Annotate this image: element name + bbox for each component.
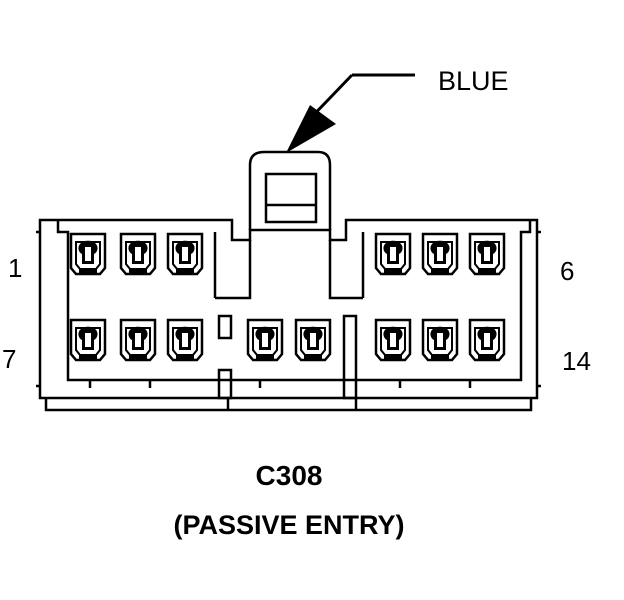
terminal xyxy=(166,318,204,362)
terminal xyxy=(468,318,506,362)
terminal-row-bottom xyxy=(69,318,506,362)
connector-body xyxy=(36,218,541,412)
terminal xyxy=(421,232,459,276)
pin-label-bottom-left: 7 xyxy=(2,344,17,374)
wire-color-label: BLUE xyxy=(438,66,509,96)
pin-label-top-left: 1 xyxy=(8,253,23,283)
pin-label-bottom-right: 14 xyxy=(562,346,591,376)
pin-label-top-right: 6 xyxy=(560,256,575,286)
terminal xyxy=(468,232,506,276)
terminal xyxy=(246,318,284,362)
terminal-row-top xyxy=(69,232,506,276)
terminal xyxy=(69,318,107,362)
terminal xyxy=(69,232,107,276)
terminal xyxy=(166,232,204,276)
connector-id: C308 xyxy=(255,460,323,491)
terminal xyxy=(119,318,157,362)
terminal xyxy=(374,232,412,276)
connector-latch xyxy=(248,150,332,230)
connector-description: (PASSIVE ENTRY) xyxy=(173,510,405,540)
terminal xyxy=(374,318,412,362)
terminal xyxy=(119,232,157,276)
callout-arrow xyxy=(286,73,415,153)
terminal xyxy=(421,318,459,362)
terminal xyxy=(294,318,332,362)
